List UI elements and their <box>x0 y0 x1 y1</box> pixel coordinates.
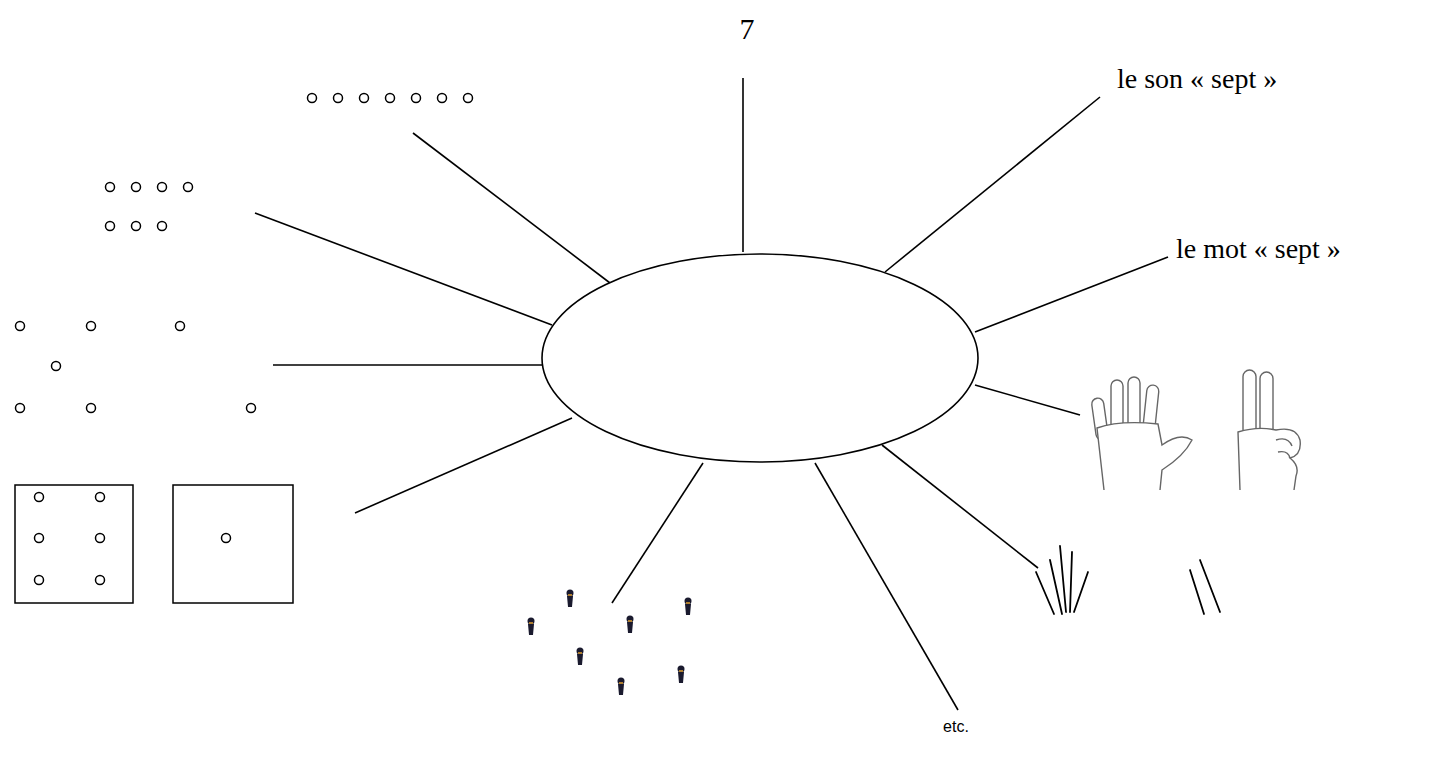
dice <box>15 485 293 603</box>
dot <box>386 94 395 103</box>
hand-five <box>1091 377 1192 490</box>
finger <box>1243 370 1256 436</box>
dot <box>176 322 185 331</box>
dot <box>360 94 369 103</box>
hand-two <box>1238 370 1300 490</box>
dot <box>308 94 317 103</box>
stick <box>1036 572 1054 614</box>
dot <box>184 183 193 192</box>
leader-line <box>815 463 958 710</box>
dot <box>106 183 115 192</box>
dot <box>158 222 167 231</box>
dot <box>87 322 96 331</box>
stick <box>1074 572 1088 612</box>
stick <box>1050 560 1062 614</box>
leader-line <box>975 385 1080 415</box>
label: etc. <box>943 718 969 736</box>
figurine <box>528 618 535 636</box>
dot <box>35 493 44 502</box>
stick <box>1070 552 1072 612</box>
leader-line <box>255 213 552 325</box>
dot-rows <box>106 183 193 231</box>
leader-line <box>413 133 610 283</box>
die-face <box>173 485 293 603</box>
dot <box>52 362 61 371</box>
dot <box>334 94 343 103</box>
label: le son « sept » <box>1117 64 1277 95</box>
dot-scatter <box>16 322 256 413</box>
folded-fingers <box>1276 439 1292 458</box>
leader-lines <box>255 78 1168 710</box>
sticks <box>1036 546 1220 614</box>
leader-line <box>975 257 1168 332</box>
dot <box>35 576 44 585</box>
stick <box>1060 546 1066 612</box>
figurine <box>678 666 685 684</box>
dot <box>438 94 447 103</box>
palm <box>1097 423 1192 490</box>
leader-line <box>355 418 572 513</box>
dot <box>158 183 167 192</box>
dot <box>96 493 105 502</box>
dot <box>106 222 115 231</box>
stick <box>1200 560 1220 612</box>
figurine <box>567 590 574 608</box>
die-face <box>15 485 133 603</box>
label: le mot « sept » <box>1176 234 1341 265</box>
figurine <box>618 678 625 696</box>
dot <box>96 534 105 543</box>
dot-row <box>308 94 473 103</box>
dot <box>247 404 256 413</box>
dot <box>412 94 421 103</box>
dot <box>132 183 141 192</box>
figurine <box>577 648 584 666</box>
finger <box>1128 377 1140 429</box>
dot <box>16 322 25 331</box>
leader-line <box>882 445 1038 568</box>
dot <box>87 404 96 413</box>
dot <box>16 404 25 413</box>
label: 7 <box>740 12 755 45</box>
figurine <box>627 616 634 634</box>
leader-line <box>742 78 744 252</box>
palm <box>1238 428 1300 490</box>
leader-line <box>885 97 1100 272</box>
figurine <box>685 598 692 616</box>
leader-line <box>612 463 703 603</box>
dot <box>222 534 231 543</box>
dot <box>132 222 141 231</box>
stick <box>1190 570 1204 614</box>
figurines <box>528 590 692 696</box>
dot <box>96 576 105 585</box>
dot <box>35 534 44 543</box>
dot <box>464 94 473 103</box>
central-ellipse <box>542 254 978 462</box>
finger <box>1260 372 1273 436</box>
leader-line <box>273 364 542 366</box>
